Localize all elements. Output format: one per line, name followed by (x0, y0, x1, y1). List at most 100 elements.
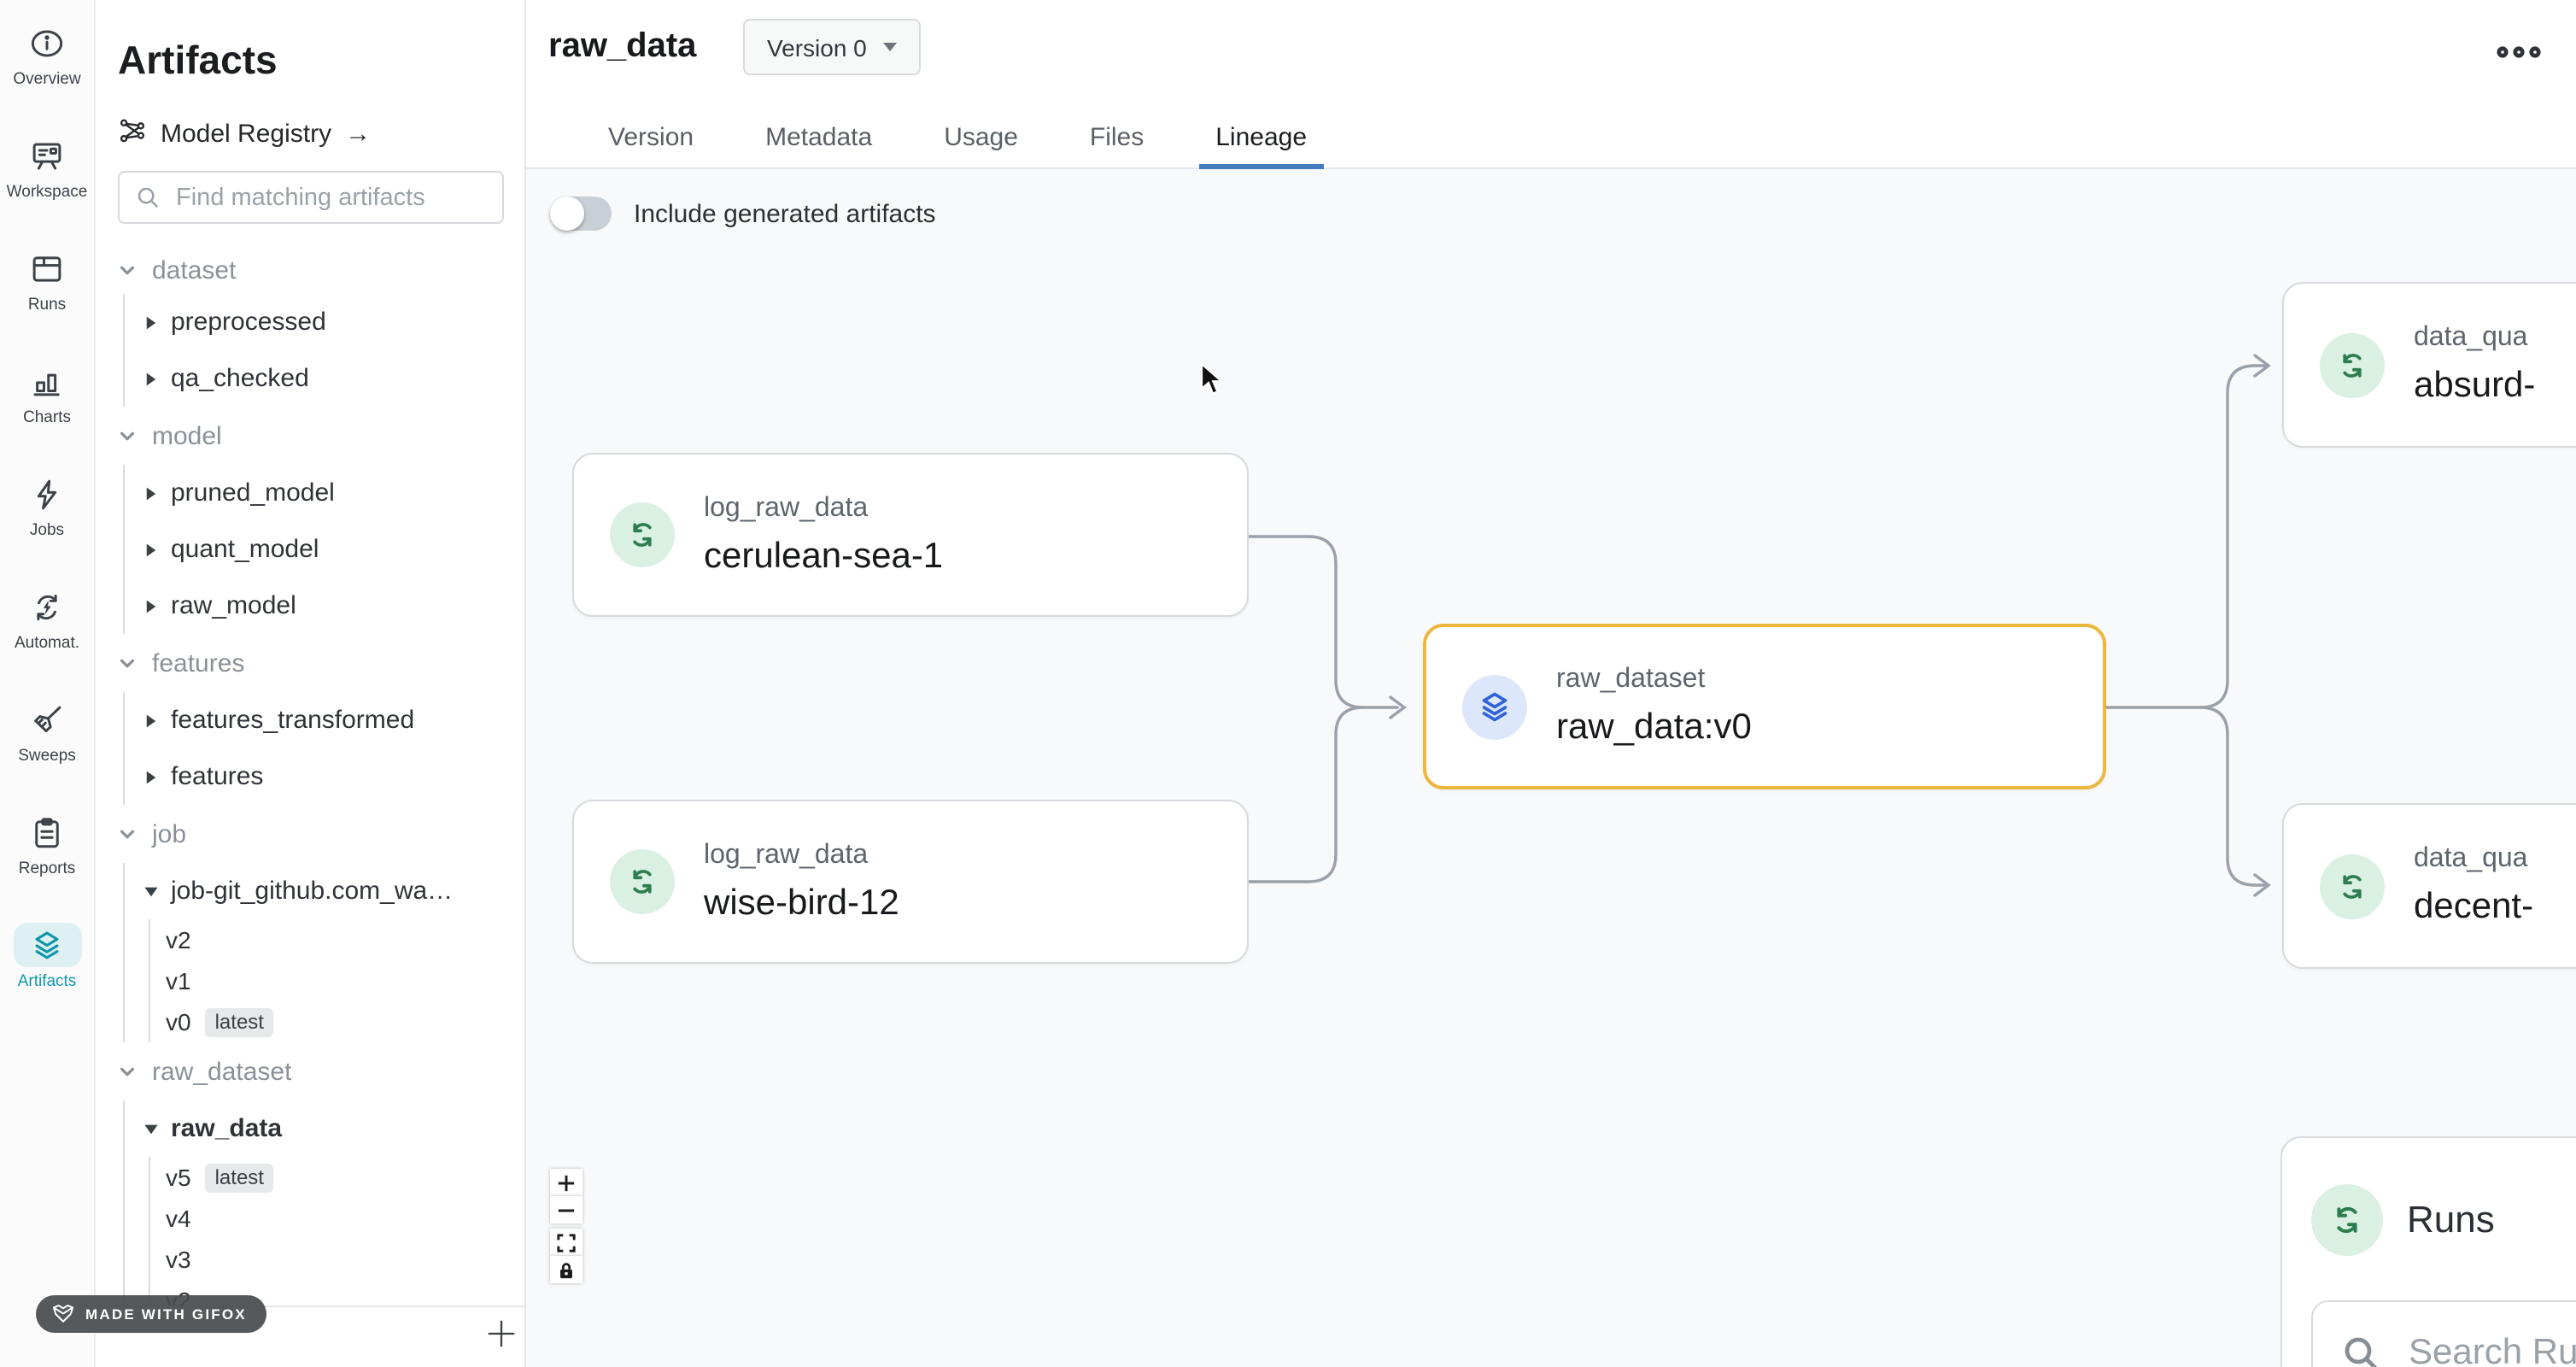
minus-icon (558, 1208, 575, 1212)
tree-item-features_transformed[interactable]: features_transformed (96, 692, 526, 748)
zoom-in-button[interactable] (550, 1169, 583, 1196)
tree-version-label: v4 (166, 1205, 191, 1232)
toggle-knob (550, 197, 584, 231)
tree-item-features[interactable]: features (96, 748, 526, 805)
nav-item-reports[interactable]: Reports (0, 810, 94, 923)
tree-category-raw_dataset[interactable]: raw_dataset (96, 1042, 526, 1100)
nav-item-artifacts[interactable]: Artifacts (0, 923, 94, 1036)
tree-item-job-git_github.com_wa…[interactable]: job-git_github.com_wa… (96, 863, 526, 919)
chevron-down-icon (118, 261, 137, 279)
sweeps-icon (13, 697, 81, 742)
triangle-right-icon (143, 370, 159, 387)
artifact-search[interactable] (118, 171, 504, 224)
fit-view-button[interactable] (550, 1229, 583, 1256)
search-input[interactable] (173, 182, 487, 213)
lock-button[interactable] (550, 1256, 583, 1283)
tree-version-label: v3 (166, 1246, 191, 1273)
tab-metadata[interactable]: Metadata (729, 106, 908, 167)
overflow-menu-button[interactable] (2496, 44, 2542, 60)
tree-version-v4[interactable]: v4 (96, 1198, 526, 1239)
charts-icon (13, 359, 81, 403)
sidebar-divider (96, 1305, 526, 1307)
nav-label: Runs (27, 296, 67, 314)
tab-label: Files (1089, 122, 1145, 151)
nav-item-workspace[interactable]: Workspace (0, 133, 94, 246)
triangle-right-icon (143, 541, 159, 558)
tab-version[interactable]: Version (572, 106, 729, 167)
tree-item-raw_data[interactable]: raw_data (96, 1100, 526, 1157)
nav-label: Artifacts (17, 972, 77, 991)
artifacts-icon (13, 923, 81, 967)
triangle-right-icon (143, 597, 159, 614)
runs-icon (13, 246, 81, 290)
model-registry-icon (118, 116, 147, 152)
reports-icon (13, 810, 81, 854)
toggle-label: Include generated artifacts (634, 199, 936, 228)
node-name-label: absurd- (2414, 366, 2536, 405)
runs-panel[interactable]: Runs (2280, 1136, 2576, 1367)
tree-item-label: pruned_model (171, 478, 335, 507)
tab-files[interactable]: Files (1054, 106, 1180, 167)
version-dropdown[interactable]: Version 0 (743, 19, 922, 75)
tree-item-pruned_model[interactable]: pruned_model (96, 465, 526, 521)
runs-search-box[interactable] (2311, 1300, 2576, 1367)
tree-category-features[interactable]: features (96, 634, 526, 692)
node-name-label: decent- (2414, 887, 2534, 926)
fit-view-icon (557, 1233, 576, 1252)
tree-version-v2[interactable]: v2 (96, 919, 526, 960)
tree-version-v1[interactable]: v1 (96, 960, 526, 1001)
runs-panel-title: Runs (2407, 1198, 2495, 1241)
triangle-right-icon (143, 484, 159, 502)
tree-category-label: features (152, 648, 245, 678)
tree-item-qa_checked[interactable]: qa_checked (96, 350, 526, 407)
tree-version-v3[interactable]: v3 (96, 1239, 526, 1280)
tab-lineage[interactable]: Lineage (1180, 106, 1343, 169)
tree-item-quant_model[interactable]: quant_model (96, 521, 526, 578)
run-icon (2311, 1184, 2383, 1256)
tree-version-label: v0 (166, 1008, 191, 1036)
nav-item-jobs[interactable]: Jobs (0, 472, 94, 584)
tree-category-model[interactable]: model (96, 407, 526, 465)
model-registry-link[interactable]: Model Registry → (118, 116, 371, 152)
tree-item-preprocessed[interactable]: preprocessed (96, 294, 526, 350)
nav-label: Jobs (29, 521, 65, 540)
tree-item-label: raw_model (171, 591, 296, 620)
tree-category-dataset[interactable]: dataset (96, 246, 526, 294)
add-artifact-button[interactable] (478, 1311, 523, 1355)
nav-item-sweeps[interactable]: Sweeps (0, 697, 94, 810)
tree-item-label: features (171, 762, 264, 791)
nav-item-charts[interactable]: Charts (0, 359, 94, 472)
tree-category-job[interactable]: job (96, 805, 526, 863)
tree-item-label: qa_checked (171, 364, 309, 393)
lineage-canvas[interactable]: Include generated artifacts Runs (526, 169, 2576, 1367)
nav-label: Reports (18, 860, 76, 878)
main-header: raw_data Version 0 (526, 0, 2576, 106)
run-icon (610, 502, 675, 567)
chevron-down-icon (118, 1062, 137, 1081)
tab-label: Version (608, 122, 694, 151)
nav-item-runs[interactable]: Runs (0, 246, 94, 359)
run-icon (610, 849, 675, 914)
tree-category-label: model (152, 421, 222, 450)
tree-item-raw_model[interactable]: raw_model (96, 578, 526, 634)
tab-usage[interactable]: Usage (908, 106, 1054, 167)
overview-icon (13, 21, 81, 65)
nav-item-automations[interactable]: Automat. (0, 584, 94, 697)
tree-category-label: dataset (152, 255, 237, 285)
nav-item-overview[interactable]: Overview (0, 21, 94, 133)
model-registry-label: Model Registry (161, 120, 332, 149)
runs-search-input[interactable] (2405, 1331, 2576, 1367)
zoom-out-button[interactable] (550, 1196, 583, 1223)
include-generated-toggle[interactable] (550, 197, 612, 231)
toggle-row: Include generated artifacts (550, 197, 936, 231)
